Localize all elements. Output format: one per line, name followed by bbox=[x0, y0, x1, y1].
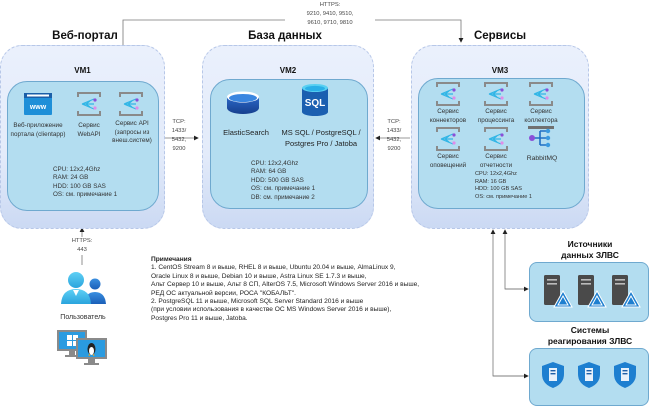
component-label: Сервис оповещений bbox=[429, 153, 467, 169]
component-label: Сервис процессинга bbox=[477, 108, 515, 124]
component-label: Сервис коллектора bbox=[524, 108, 558, 124]
vm-specs: CPU: 12x2,4Ghz RAM: 64 GB HDD: 500 GB SA… bbox=[251, 160, 315, 202]
conn-line: 5432, bbox=[386, 137, 402, 143]
sources-box bbox=[529, 262, 649, 322]
os-desktops-icon bbox=[57, 330, 107, 365]
connection-label-vm3-vm2: TCP: 1433/ 5432, 9200 bbox=[385, 118, 403, 154]
component-label: RabbitMQ bbox=[526, 155, 558, 162]
response-title: Системы реагирования ЗЛВС bbox=[535, 325, 645, 347]
title-line: Системы bbox=[570, 325, 610, 335]
group-title-database: База данных bbox=[248, 30, 322, 42]
note-line: РЕД ОС актуальной версии, РОСА "КОБАЛЬТ"… bbox=[151, 289, 297, 297]
component-label: Сервис API (запросы из внеш.систем) bbox=[112, 120, 152, 144]
spec-line: HDD: 100 GB SAS bbox=[53, 182, 106, 190]
svg-text:www: www bbox=[29, 104, 47, 111]
vm-label: VM2 bbox=[279, 66, 297, 75]
server-icon bbox=[612, 275, 641, 308]
service-api-icon bbox=[529, 82, 553, 106]
conn-line: 1433/ bbox=[386, 128, 402, 134]
note-line: Oracle Linux 8 и выше, Debian 10 и выше,… bbox=[151, 272, 367, 280]
sql-database-icon: SQL bbox=[302, 84, 328, 116]
note-line: 2. PostgreSQL 11 и выше, Microsoft SQL S… bbox=[151, 298, 364, 306]
note-line: (при условии использования в качестве ОС… bbox=[151, 306, 392, 314]
connector-sources-vm3 bbox=[502, 229, 527, 290]
spec-line: RAM: 16 GB bbox=[475, 178, 507, 185]
spec-line: CPU: 12x2,4Ghz bbox=[475, 171, 517, 177]
conn-line: 9200 bbox=[387, 146, 401, 152]
note-line: 1. CentOS Stream 8 и выше, RHEL 8 и выше… bbox=[151, 264, 396, 272]
connection-label-https-top: HTTPS: 9210, 9410, 9510, 9610, 9710, 981… bbox=[285, 1, 375, 28]
shield-server-icon bbox=[542, 362, 564, 388]
component-label: Сервис WebAPI bbox=[77, 122, 101, 138]
vm1-box: www Веб-приложение портала (clientapp) С… bbox=[7, 81, 159, 211]
conn-line: 9610, 9710, 9810 bbox=[307, 20, 353, 26]
note-line: Альт Сервер 10 и выше, Альт 8 СП, AlterO… bbox=[151, 281, 420, 289]
service-api-icon bbox=[77, 92, 101, 116]
user-icon bbox=[61, 272, 106, 304]
www-browser-icon: www bbox=[24, 93, 52, 115]
spec-line: CPU: 12x2,4Ghz bbox=[53, 166, 101, 173]
vm-label: VM3 bbox=[491, 66, 509, 75]
conn-line: 9210, 9410, 9510, bbox=[306, 11, 354, 17]
service-api-icon bbox=[119, 92, 143, 116]
spec-line: OS: см. примечание 1 bbox=[53, 191, 118, 199]
component-label: MS SQL / PostgreSQL / Postgres Pro / Jat… bbox=[281, 128, 361, 148]
note-line: Postgres Pro 11 и выше, Jatoba. bbox=[151, 314, 248, 322]
conn-line: TCP: bbox=[172, 119, 186, 125]
rabbitmq-icon bbox=[528, 126, 554, 148]
sources-title: Источники данных ЗЛВС bbox=[540, 239, 640, 261]
conn-line: 5432, bbox=[171, 137, 187, 143]
vm2-box: ElasticSearch SQL MS SQL / PostgreSQL / … bbox=[210, 79, 368, 209]
notes: Примечания 1. CentOS Stream 8 и выше, RH… bbox=[151, 256, 491, 323]
spec-line: HDD: 100 GB SAS bbox=[475, 186, 522, 193]
spec-line: HDD: 500 GB SAS bbox=[251, 176, 304, 184]
shield-server-icon bbox=[578, 362, 600, 388]
database-icon bbox=[227, 91, 259, 114]
service-api-icon bbox=[436, 82, 460, 106]
vm-specs: CPU: 12x2,4Ghz RAM: 24 GB HDD: 100 GB SA… bbox=[53, 166, 117, 200]
conn-line: HTTPS: bbox=[71, 238, 93, 244]
group-database: VM2 ElasticSearch SQL MS SQL / PostgreSQ… bbox=[202, 45, 374, 229]
service-api-icon bbox=[484, 82, 508, 106]
connector-response-vm3 bbox=[490, 229, 528, 377]
server-icon bbox=[544, 275, 573, 308]
spec-line: CPU: 12x2,4Ghz bbox=[251, 160, 299, 167]
notes-title: Примечания bbox=[151, 256, 192, 263]
vm-specs: CPU: 12x2,4Ghz RAM: 16 GB HDD: 100 GB SA… bbox=[475, 171, 532, 201]
svg-text:SQL: SQL bbox=[305, 98, 326, 109]
service-api-icon bbox=[436, 127, 460, 151]
spec-line: OS: см. примечание 1 bbox=[475, 193, 532, 200]
group-title-services: Сервисы bbox=[473, 30, 527, 42]
group-services: VM3 Сервис коннекторов Сервис процессинг… bbox=[411, 45, 589, 229]
conn-line: HTTPS: bbox=[319, 2, 341, 8]
connection-label-vm1-vm2: TCP: 1433/ 5432, 9200 bbox=[170, 118, 188, 154]
title-line: данных ЗЛВС bbox=[561, 250, 619, 260]
conn-line: 443 bbox=[77, 247, 87, 253]
conn-line: 9200 bbox=[172, 146, 186, 152]
connection-label-user-vm1: HTTPS: 443 bbox=[66, 237, 98, 255]
service-api-icon bbox=[484, 127, 508, 151]
group-web-portal: VM1 www Веб-приложение портала (clientap… bbox=[0, 45, 165, 229]
user-label: Пользователь bbox=[60, 314, 106, 321]
vm-label: VM1 bbox=[74, 66, 91, 75]
conn-line: 1433/ bbox=[171, 128, 187, 134]
shield-server-icon bbox=[614, 362, 636, 388]
response-box bbox=[529, 348, 649, 406]
component-label: Веб-приложение портала (clientapp) bbox=[10, 122, 66, 138]
spec-line: RAM: 24 GB bbox=[53, 174, 89, 182]
server-icon bbox=[578, 275, 607, 308]
component-label: Сервис отчетности bbox=[479, 153, 513, 169]
component-label: ElasticSearch bbox=[223, 128, 269, 137]
conn-line: TCP: bbox=[387, 119, 401, 125]
title-line: Источники bbox=[567, 239, 613, 249]
spec-line: OS: см. примечание 1 bbox=[251, 185, 316, 193]
title-line: реагирования ЗЛВС bbox=[547, 336, 633, 346]
group-title-web-portal: Веб-портал bbox=[52, 30, 118, 42]
vm3-box: Сервис коннекторов Сервис процессинга Се… bbox=[418, 78, 585, 209]
component-label: Сервис коннекторов bbox=[429, 108, 467, 124]
spec-line: RAM: 64 GB bbox=[251, 168, 287, 176]
spec-line: DB: см. примечание 2 bbox=[251, 193, 315, 201]
